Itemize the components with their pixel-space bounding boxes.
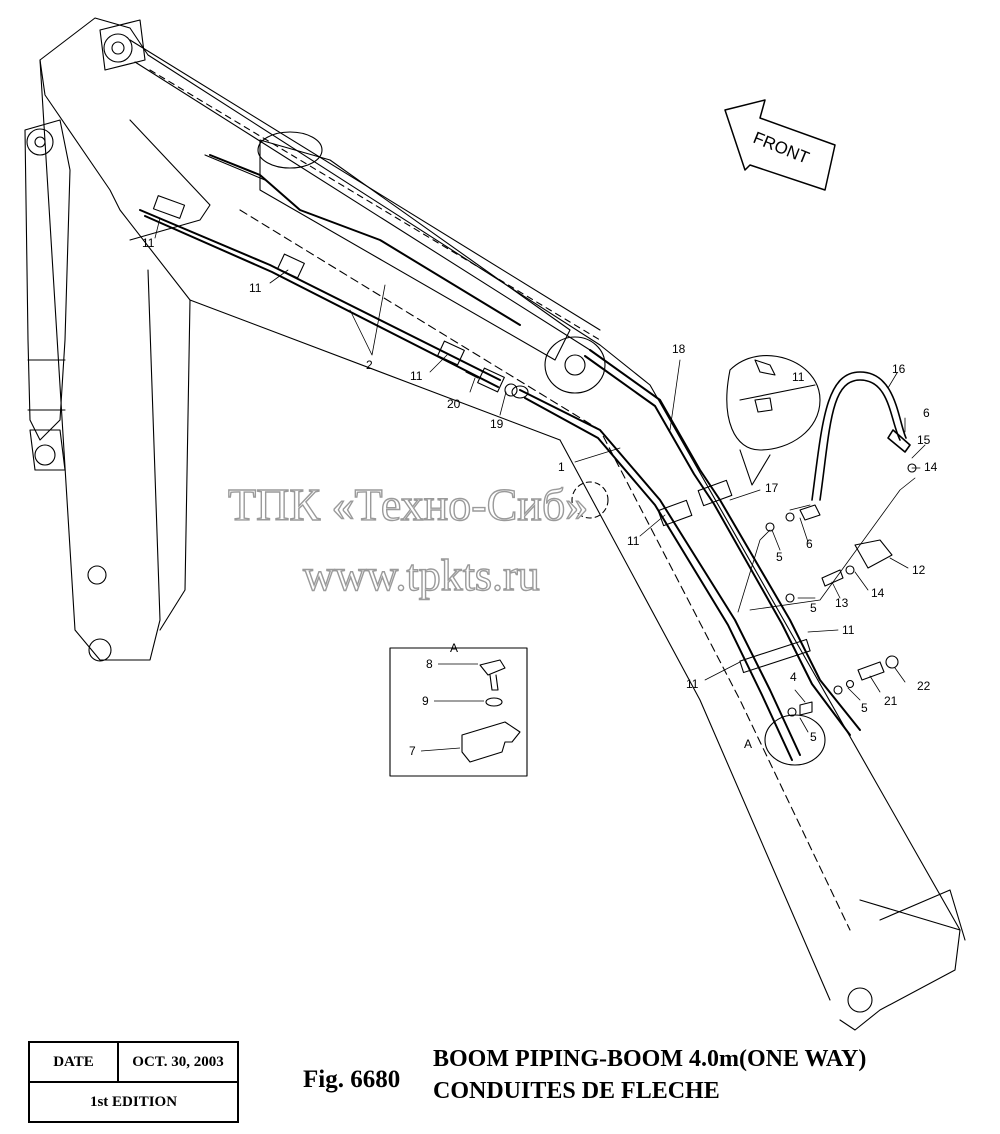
flange-19-20 <box>465 367 529 399</box>
callout-6-b: 6 <box>806 537 813 551</box>
figure-title: BOOM PIPING-BOOM 4.0m(ONE WAY) CONDUITES… <box>433 1043 866 1107</box>
detail-bubble <box>726 355 821 486</box>
callout-5-c: 5 <box>861 701 868 715</box>
figure-title-en: BOOM PIPING-BOOM 4.0m(ONE WAY) <box>433 1046 867 1072</box>
callout-4: 4 <box>790 670 797 684</box>
callout-8: 8 <box>426 657 433 671</box>
watermark-line-1: ТПК «Техно-Сиб» <box>228 479 588 530</box>
detail-a-frame <box>389 647 528 777</box>
revision-info-block: DATE OCT. 30, 2003 1st EDITION <box>28 1041 239 1123</box>
callout-5-d: 5 <box>810 730 817 744</box>
callout-20: 20 <box>447 397 461 411</box>
callout-6-a: 6 <box>923 406 930 420</box>
callout-17: 17 <box>765 481 779 495</box>
detail-a-callout: A <box>744 737 752 751</box>
callout-11-b: 11 <box>249 281 262 295</box>
callout-5-a: 5 <box>776 550 783 564</box>
callout-14-b: 14 <box>871 586 885 600</box>
callout-1: 1 <box>558 460 565 474</box>
callout-16: 16 <box>892 362 906 376</box>
watermark-line-2: www.tpkts.ru <box>303 551 540 600</box>
callout-13: 13 <box>835 596 849 610</box>
hose-16 <box>811 371 911 501</box>
date-label: DATE <box>30 1043 119 1081</box>
detail-a-title: A <box>450 641 458 655</box>
callout-21: 21 <box>884 694 898 708</box>
callout-11-f: 11 <box>686 677 699 691</box>
callout-15: 15 <box>917 433 931 447</box>
callout-11-c: 11 <box>410 369 423 383</box>
callout-7: 7 <box>409 744 416 758</box>
clamps <box>152 195 811 674</box>
detail-a-marker <box>764 714 826 766</box>
front-arrow-icon <box>724 99 836 191</box>
callout-18: 18 <box>672 342 686 356</box>
boom-cylinder <box>24 119 71 471</box>
leader-lines <box>154 217 926 733</box>
figure-title-fr: CONDUITES DE FLECHE <box>433 1078 720 1104</box>
callout-11-a: 11 <box>142 236 155 250</box>
callout-14-a: 14 <box>924 460 938 474</box>
callout-12: 12 <box>912 563 926 577</box>
callout-11-e: 11 <box>842 623 855 637</box>
pipe-1 <box>519 389 801 761</box>
boom-outline <box>39 17 966 1031</box>
edition-label: 1st EDITION <box>89 1093 178 1110</box>
fittings <box>765 463 917 717</box>
callout-11-detail: 11 <box>792 370 805 384</box>
callout-22: 22 <box>917 679 931 693</box>
callout-9: 9 <box>422 694 429 708</box>
callout-11-d: 11 <box>627 534 640 548</box>
callout-19: 19 <box>490 417 504 431</box>
callout-2: 2 <box>366 358 373 372</box>
arm-cylinder <box>204 131 606 394</box>
pipe-2 <box>139 154 521 388</box>
figure-number: Fig. 6680 <box>303 1066 401 1093</box>
date-value: OCT. 30, 2003 <box>132 1053 224 1070</box>
callout-5-b: 5 <box>810 601 817 615</box>
